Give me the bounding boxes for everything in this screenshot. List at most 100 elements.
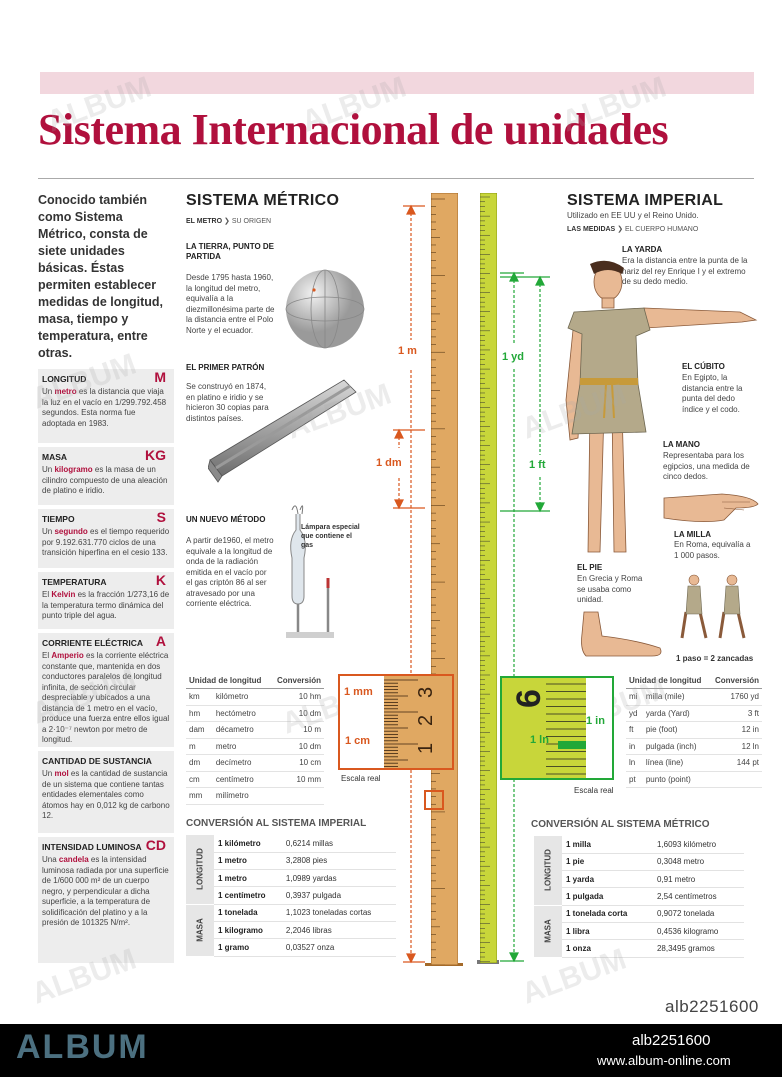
unit-definition: Una candela es la intensidad luminosa ra…: [42, 855, 170, 929]
imperial-subheading: LAS MEDIDAS ❯ EL CUERPO HUMANO: [567, 225, 698, 233]
group-label-text: MASA: [195, 918, 205, 942]
man-figure: [565, 260, 758, 553]
yard-text: Era la distancia entre la punta de la na…: [622, 256, 748, 286]
unit-name: centímetro: [212, 771, 271, 788]
unit-def-post: es la corriente eléctrica constante que,…: [42, 651, 170, 744]
footer-url[interactable]: www.album-online.com: [597, 1053, 731, 1068]
intro-text: Conocido también como Sistema Métrico, c…: [38, 193, 164, 360]
conversion-from: 1 milla: [562, 836, 653, 854]
tape-zoom-digit: 6: [510, 689, 548, 708]
conversion-to: 2,54 centímetros: [652, 887, 744, 906]
unit-definition: El Kelvin es la fracción 1/273,16 de la …: [42, 590, 170, 622]
metric-sub-a: EL METRO: [186, 218, 223, 225]
ruler-zoom: 321: [384, 676, 452, 768]
foot-heading: EL PIE: [577, 563, 603, 572]
unit-definition: Un segundo es el tiempo requerido por 9.…: [42, 527, 170, 559]
metric-sub-b: SU ORIGEN: [231, 218, 272, 225]
unit-definition: Un metro es la distancia que viaja la lu…: [42, 387, 170, 429]
imperial-table-head-conv: Conversión: [709, 672, 762, 689]
unit-name: CANTIDAD DE SUSTANCIA: [42, 756, 170, 766]
title-divider: [38, 178, 754, 179]
unit-box: INTENSIDAD LUMINOSAcdUna candela es la i…: [38, 837, 174, 963]
group-label-text: MASA: [543, 919, 553, 943]
imperial-zoom-box: 6: [500, 676, 614, 780]
conversion-to: 28,3495 gramos: [652, 939, 744, 958]
unit-def-term: Kelvin: [51, 590, 76, 599]
imperial-heading: SISTEMA IMPERIAL: [567, 192, 724, 209]
foot-text: En Grecia y Roma se usaba como unidad.: [577, 574, 643, 604]
pattern-text: Se construyó en 1874, en platino e iridi…: [186, 382, 269, 423]
unit-conversion: 10 dm: [270, 705, 324, 722]
unit-symbol: kg: [145, 447, 166, 463]
unit-def-pre: El: [42, 651, 52, 660]
unit-def-pre: El: [42, 590, 52, 599]
unit-def-post: es la cantidad de sustancia de un sistem…: [42, 769, 170, 820]
unit-definition: Un kilogramo es la masa de un cilindro c…: [42, 465, 170, 497]
earth-text: Desde 1795 hasta 1960, la longitud del m…: [186, 273, 275, 335]
conversion-from: 1 pulgada: [562, 887, 653, 906]
unit-name-text: CORRIENTE ELÉCTRICA: [42, 638, 144, 648]
unit-def-term: Amperio: [51, 651, 84, 660]
conversion-from: 1 kilómetro: [214, 835, 282, 853]
conversion-from: 1 centímetro: [214, 886, 282, 905]
unit-name-text: LONGITUD: [42, 374, 87, 384]
label-1ln: 1 ln: [530, 734, 549, 746]
unit-abbr: pt: [626, 771, 643, 788]
unit-symbol: cd: [145, 837, 166, 853]
conversion-from: 1 yarda: [562, 870, 653, 889]
conversion-to: 2,2046 libras: [281, 921, 396, 940]
imperial-table-head-unit: Unidad de longitud: [626, 672, 710, 689]
chevron-right-icon: ❯: [617, 226, 624, 233]
conversion-to: 0,3048 metro: [652, 853, 744, 872]
unit-conversion: [270, 787, 324, 805]
label-1in: 1 in: [586, 715, 605, 727]
label-1ft: 1 ft: [529, 459, 546, 471]
unit-abbr: km: [186, 688, 213, 706]
line-marker: [558, 741, 586, 749]
krypton-lamp-icon: [286, 505, 334, 638]
unit-conversion: 10 hm: [270, 688, 324, 706]
metric-table-head-conv: Conversión: [270, 672, 324, 689]
unit-def-term: mol: [54, 769, 69, 778]
yard-heading: LA YARDA: [622, 245, 663, 254]
unit-def-pre: Un: [42, 465, 55, 474]
unit-definition: Un mol es la cantidad de sustancia de un…: [42, 769, 170, 822]
label-1cm: 1 cm: [345, 735, 371, 747]
unit-name-text: TIEMPO: [42, 514, 75, 524]
mile-heading: LA MILLA: [674, 530, 712, 539]
unit-name: hectómetro: [212, 705, 271, 722]
unit-conversion: 1760 yd: [709, 688, 762, 706]
image-id: alb2251600: [665, 997, 759, 1016]
unit-abbr: hm: [186, 705, 213, 722]
unit-name: metro: [212, 738, 271, 755]
unit-name-text: INTENSIDAD LUMINOSA: [42, 842, 142, 852]
hand-text: Representaba para los egipcios, una medi…: [663, 451, 750, 481]
album-logo[interactable]: ALBUM: [16, 1028, 149, 1066]
unit-symbol: m: [154, 369, 166, 385]
unit-def-pre: Un: [42, 769, 55, 778]
imperial-usage: Utilizado en EE UU y el Reino Unido.: [567, 211, 699, 220]
unit-name: punto (point): [642, 771, 710, 788]
conversion-from: 1 metro: [214, 852, 282, 871]
unit-box: MASAkgUn kilogramo es la masa de un cili…: [38, 447, 174, 505]
metric-table-head-unit: Unidad de longitud: [186, 672, 271, 689]
unit-abbr: yd: [626, 705, 643, 722]
earth-heading: LA TIERRA, PUNTO DE PARTIDA: [186, 242, 275, 261]
conversion-group-label: MASA: [186, 904, 214, 957]
unit-name: milla (mile): [642, 688, 710, 706]
unit-name: TIEMPOs: [42, 509, 170, 525]
unit-abbr: dam: [186, 721, 213, 739]
pattern-heading: EL PRIMER PATRÓN: [186, 363, 265, 372]
conversion-from: 1 libra: [562, 922, 653, 941]
